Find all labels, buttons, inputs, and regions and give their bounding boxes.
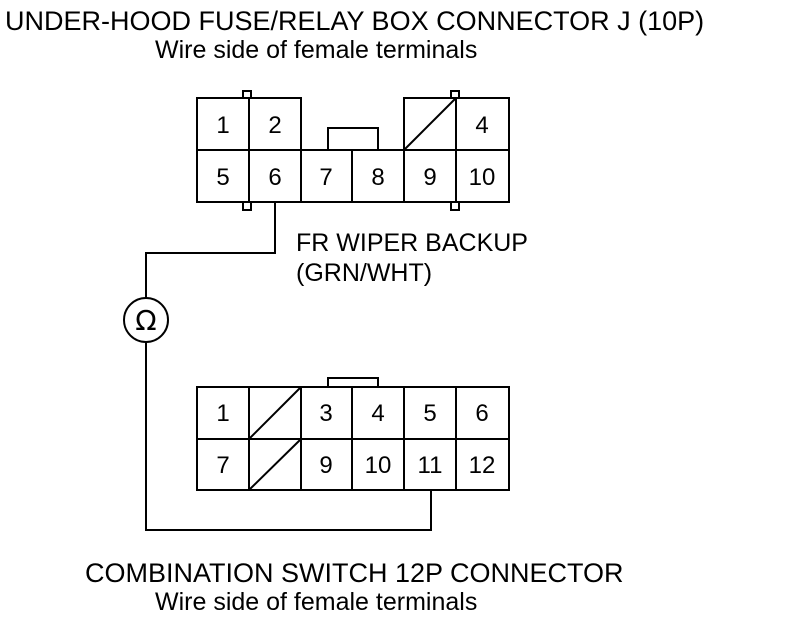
connector-j-cell-1 [196, 97, 250, 151]
combination-switch-pin-10: 10 [365, 452, 392, 479]
connector-j-peg-bottom-left [242, 201, 252, 211]
connector-j-pin-6: 6 [268, 164, 281, 191]
wire-to-switch-pin-11 [145, 342, 432, 531]
connector-j-cell-10 [455, 149, 510, 203]
connector-j-subtitle: Wire side of female terminals [155, 36, 477, 64]
combination-switch-pin-12: 12 [469, 452, 496, 479]
connector-j-title: UNDER-HOOD FUSE/RELAY BOX CONNECTOR J (1… [5, 6, 704, 36]
combination-switch-pin-4: 4 [371, 400, 384, 427]
combination-switch-cell-12 [455, 438, 510, 491]
combination-switch-blank-top-slash [248, 386, 302, 440]
wire-to-meter-top [145, 202, 276, 298]
connector-j-cell-2 [248, 97, 302, 151]
connector-j-pin-9: 9 [423, 164, 436, 191]
combination-switch-connector-body: 1 3 4 5 6 7 9 10 11 12 [196, 377, 510, 491]
combination-switch-cell-5 [403, 386, 457, 440]
combination-switch-pin-11: 11 [418, 452, 443, 479]
ohm-symbol-icon: Ω [135, 304, 156, 337]
combination-switch-cell-6 [455, 386, 510, 440]
connector-j-blank-slash [403, 97, 457, 151]
combination-switch-pin-3: 3 [319, 400, 332, 427]
connector-j-cell-5 [196, 149, 250, 203]
connector-j-pin-7: 7 [319, 164, 332, 191]
combination-switch-lock-tab [327, 377, 379, 388]
wire-name-label: FR WIPER BACKUP [296, 229, 528, 257]
ohmmeter: Ω [123, 297, 169, 343]
combination-switch-blank-bottom-slash [248, 438, 302, 491]
combination-switch-pin-9: 9 [319, 452, 332, 479]
connector-j-pin-8: 8 [371, 164, 384, 191]
connector-j-pin-4: 4 [475, 112, 488, 139]
combination-switch-pin-6: 6 [475, 400, 488, 427]
combination-switch-pin-1: 1 [216, 400, 229, 427]
combination-switch-cell-7 [196, 438, 250, 491]
connector-j-cell-7 [300, 149, 353, 203]
connector-j-peg-bottom-right [450, 201, 460, 211]
combination-switch-subtitle: Wire side of female terminals [155, 588, 477, 616]
combination-switch-pin-7: 7 [216, 452, 229, 479]
combination-switch-cell-4 [351, 386, 405, 440]
connector-j-lock-tab [327, 127, 379, 151]
connector-j-cell-9 [403, 149, 457, 203]
combination-switch-cell-1 [196, 386, 250, 440]
wire-color-label: (GRN/WHT) [296, 259, 432, 287]
connector-j-body: 1 2 4 5 6 7 8 9 10 [196, 90, 510, 211]
connector-j-pin-2: 2 [268, 112, 281, 139]
combination-switch-title: COMBINATION SWITCH 12P CONNECTOR [85, 558, 624, 588]
connector-j-pin-5: 5 [216, 164, 229, 191]
combination-switch-pin-5: 5 [423, 400, 436, 427]
connector-j-cell-8 [351, 149, 405, 203]
connector-j-pin-10: 10 [469, 164, 496, 191]
connector-j-pin-1: 1 [216, 112, 229, 139]
